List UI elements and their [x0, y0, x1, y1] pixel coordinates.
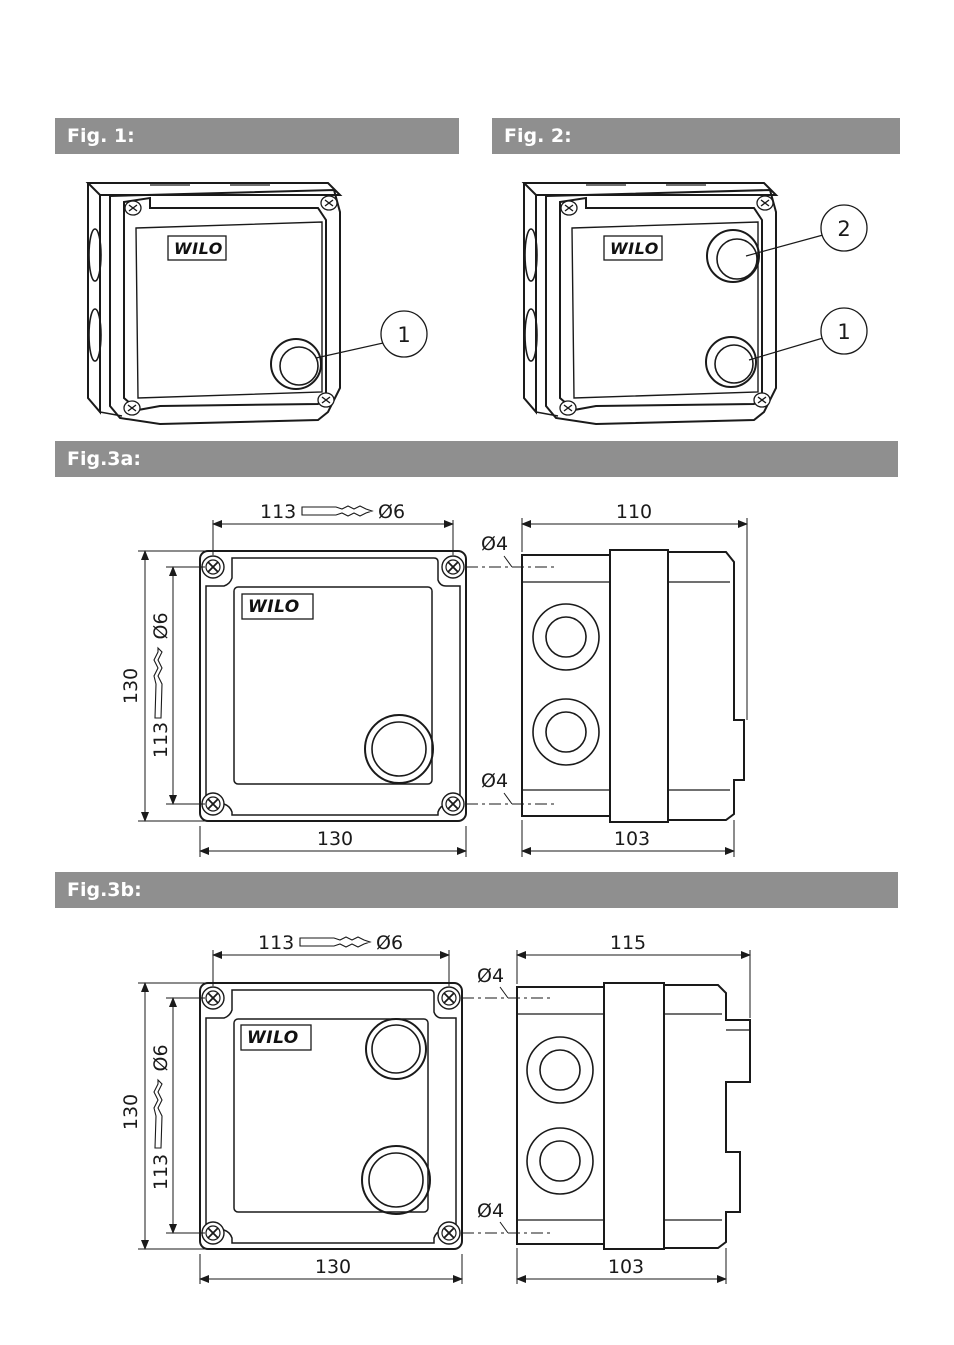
fig3a-dim-103: 103	[614, 828, 650, 850]
fig3a-dim-113-top: 113	[260, 501, 296, 523]
fig2-wilo-logo: WILO	[610, 239, 659, 258]
fig3a-dim-130-bottom: 130	[317, 828, 353, 850]
fig3a-dim-hole-bottom: Ø4	[481, 770, 508, 792]
fig1-callout-circle	[380, 310, 428, 358]
fig3b-dim-130-left: 130	[120, 1094, 142, 1130]
fig2-callout-circle-bottom	[820, 307, 868, 355]
fig1-header: Fig. 1:	[55, 118, 459, 154]
fig3a-side-dimensions: Ø4 Ø4 110 103	[481, 501, 748, 857]
fig3b-wilo-logo: WILO	[247, 1028, 299, 1048]
fig1-callout-1: 1	[397, 323, 410, 347]
fig3b-front-view: WILO	[199, 982, 463, 1250]
fig3b-dim-130-bottom: 130	[315, 1256, 351, 1278]
fig2-callout-2: 2	[837, 217, 850, 241]
fig3a-dim-drill-left: Ø6	[150, 612, 172, 639]
fig3a-dim-hole-top: Ø4	[481, 533, 508, 555]
fig1-box-drawing: WILO 1	[85, 182, 428, 426]
fig3b-dim-drill-left: Ø6	[150, 1044, 172, 1071]
fig3b-dim-115: 115	[610, 932, 646, 954]
fig3b-front-dimensions: 113 Ø6 130 113 Ø6 130	[120, 932, 463, 1284]
fig2-callout-1: 1	[837, 320, 850, 344]
fig3a-dim-110: 110	[616, 501, 652, 523]
fig3b-dim-drill-top: Ø6	[376, 932, 403, 954]
fig3a-dim-130-left: 130	[120, 668, 142, 704]
fig3a-header: Fig.3a:	[55, 441, 898, 477]
fig3a-wilo-logo: WILO	[248, 597, 300, 617]
fig3a-front-view: WILO	[199, 550, 467, 822]
fig3b-side-view	[462, 982, 751, 1250]
fig3b-dim-103: 103	[608, 1256, 644, 1278]
fig3a-front-dimensions: 113 Ø6 130 113 Ø6 130	[120, 501, 467, 857]
fig2-box-drawing: WILO 2 1	[521, 182, 868, 426]
fig3b-dim-hole-bottom: Ø4	[477, 1200, 504, 1222]
fig3a-dim-113-left: 113	[150, 722, 172, 758]
fig2-header: Fig. 2:	[492, 118, 900, 154]
fig1-wilo-logo: WILO	[174, 239, 223, 258]
fig3b-dim-113-left: 113	[150, 1154, 172, 1190]
fig3a-side-view	[466, 549, 745, 823]
fig2-callout-circle-top	[820, 204, 868, 252]
fig3b-dim-hole-top: Ø4	[477, 965, 504, 987]
fig3b-header: Fig.3b:	[55, 872, 898, 908]
fig3b-side-dimensions: Ø4 Ø4 115 103	[477, 932, 751, 1284]
fig3a-dim-drill-top: Ø6	[378, 501, 405, 523]
fig3b-dim-113-top: 113	[258, 932, 294, 954]
